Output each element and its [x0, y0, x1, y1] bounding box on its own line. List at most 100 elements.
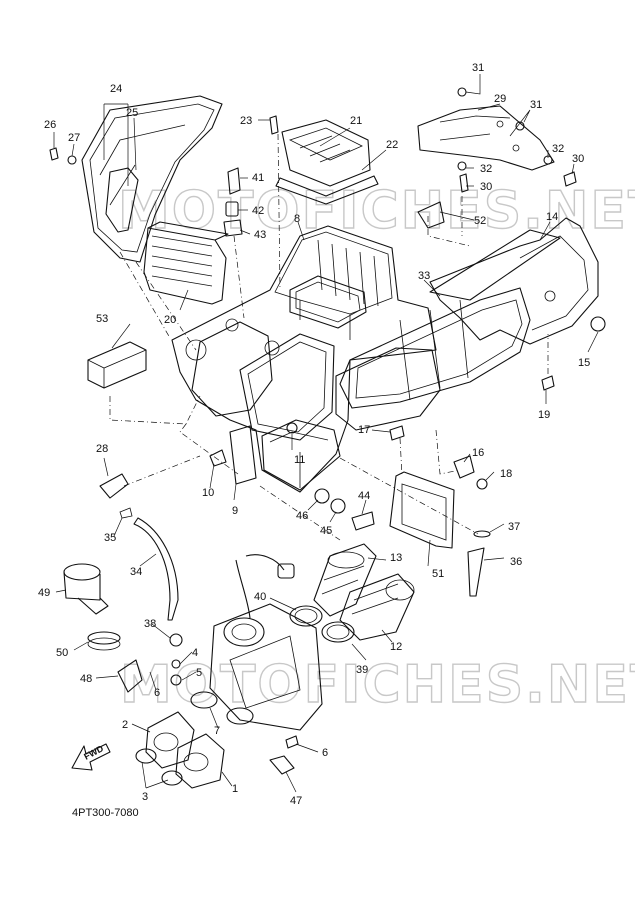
callout-48: 48 — [80, 673, 92, 685]
intake-manifold-1 — [175, 733, 225, 789]
callout-20: 20 — [164, 314, 176, 326]
clamp-50 — [87, 631, 121, 651]
callout-45: 45 — [320, 525, 332, 537]
screw-10 — [209, 449, 227, 467]
fwd-arrow: FWD — [71, 743, 111, 771]
drawing-code: 4PT300-7080 — [72, 807, 139, 819]
callout-23: 23 — [240, 115, 252, 127]
joint-13 — [313, 543, 377, 617]
valve-49 — [63, 563, 109, 615]
callout-3: 3 — [142, 791, 148, 803]
screw-6 — [285, 735, 299, 749]
bolt-30b — [563, 171, 577, 187]
callout-22: 22 — [386, 139, 398, 151]
callout-7: 7 — [214, 725, 220, 737]
clamp-39 — [321, 621, 355, 643]
callout-30a: 30 — [572, 153, 584, 165]
callout-17: 17 — [358, 424, 370, 436]
callout-43: 43 — [254, 229, 266, 241]
callout-38: 38 — [144, 618, 156, 630]
callout-32a: 32 — [552, 143, 564, 155]
screw-26 — [49, 147, 59, 161]
callout-49: 49 — [38, 587, 50, 599]
drain-28 — [99, 473, 129, 499]
collar-45 — [330, 498, 346, 514]
callout-31a: 31 — [472, 62, 484, 74]
nut-38 — [169, 633, 183, 647]
callout-5: 5 — [196, 667, 202, 679]
screw-44 — [351, 511, 375, 531]
intake-duct — [339, 229, 561, 409]
hose-34 — [133, 517, 179, 621]
callout-44: 44 — [358, 490, 370, 502]
carburetor-assembly — [209, 554, 323, 731]
callout-35: 35 — [104, 532, 116, 544]
callout-52: 52 — [474, 215, 486, 227]
hardware-41-42-43 — [223, 167, 243, 237]
clamp-37 — [473, 530, 491, 538]
callout-11: 11 — [294, 454, 305, 466]
callout-42: 42 — [252, 205, 264, 217]
nut-18 — [476, 478, 488, 490]
callout-24: 24 — [110, 83, 122, 95]
callout-21: 21 — [350, 115, 362, 127]
bracket-29 — [417, 105, 555, 171]
callout-13: 13 — [390, 552, 402, 564]
clip-52 — [417, 201, 445, 229]
callout-2: 2 — [122, 719, 128, 731]
callout-29: 29 — [494, 93, 506, 105]
callout-36: 36 — [510, 556, 522, 568]
collar-32a — [457, 161, 467, 171]
callout-6a: 6 — [154, 687, 160, 699]
screw-17 — [389, 425, 405, 441]
callout-27: 27 — [68, 132, 80, 144]
callout-53: 53 — [96, 313, 108, 325]
clip-16 — [453, 455, 475, 479]
leader-lines — [53, 74, 599, 793]
clamp-7 — [190, 691, 254, 725]
callout-9: 9 — [232, 505, 238, 517]
grommet-15 — [590, 316, 606, 332]
callout-37: 37 — [508, 521, 520, 533]
callout-6b: 6 — [322, 747, 328, 759]
callout-14: 14 — [546, 211, 558, 223]
clip-47 — [269, 755, 295, 775]
callouts: 1 2 3 4 5 6 6 7 8 9 10 11 12 13 14 15 16… — [38, 62, 590, 807]
callout-19: 19 — [538, 409, 550, 421]
watermark-top: MOTOFICHES.NET — [118, 181, 635, 241]
screw-23 — [269, 115, 279, 135]
o-ring-3a — [135, 748, 157, 764]
nut-31b — [515, 121, 525, 131]
watermark-bottom: MOTOFICHES.NET — [120, 655, 635, 715]
callout-32b: 32 — [480, 163, 492, 175]
bracket-48 — [117, 659, 143, 693]
callout-16: 16 — [472, 447, 484, 459]
clip-35 — [119, 507, 133, 519]
callout-8: 8 — [294, 213, 300, 225]
callout-10: 10 — [202, 487, 214, 499]
bolt-30a — [459, 173, 469, 193]
callout-18: 18 — [500, 468, 512, 480]
side-cover — [429, 217, 599, 345]
callout-1: 1 — [232, 783, 238, 795]
washer-27 — [67, 155, 77, 165]
assembly-lines — [109, 133, 549, 541]
panel-51 — [389, 471, 455, 549]
air-cleaner-cover — [81, 95, 223, 263]
callout-25: 25 — [126, 107, 138, 119]
callout-31b: 31 — [530, 99, 542, 111]
strap-36 — [467, 547, 485, 597]
callout-4: 4 — [192, 647, 198, 659]
damper-11 — [286, 422, 298, 434]
o-ring-3b — [161, 770, 183, 786]
callout-34: 34 — [130, 566, 142, 578]
callout-12: 12 — [390, 641, 402, 653]
callout-50: 50 — [56, 647, 68, 659]
damper-46 — [314, 488, 330, 504]
callout-41: 41 — [252, 172, 264, 184]
callout-39: 39 — [356, 664, 368, 676]
bracket-9 — [229, 425, 257, 485]
foam-block — [87, 341, 147, 389]
callout-30b: 30 — [480, 181, 492, 193]
